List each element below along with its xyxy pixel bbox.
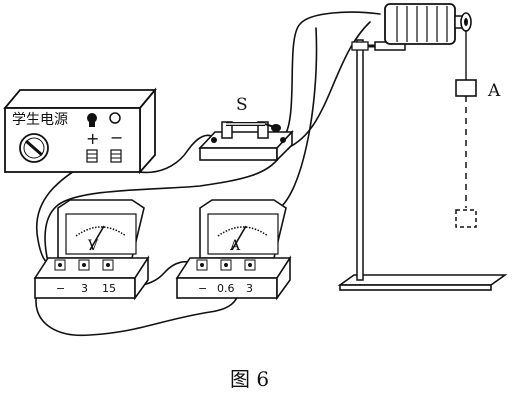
ammeter-terminal-neg[interactable] (196, 259, 208, 271)
wire-switch-to-voltmeter (44, 151, 283, 263)
fuse-icon (87, 113, 97, 127)
voltmeter-terminal-label: 3 (81, 282, 88, 295)
motor (374, 3, 472, 51)
wire-bottom-loop (35, 261, 240, 337)
voltmeter: V − 3 15 (33, 199, 150, 301)
weight-label: A (487, 81, 501, 101)
knob-icon (19, 133, 49, 163)
ammeter-terminal-0.6[interactable] (220, 259, 232, 271)
voltmeter-symbol: V (87, 238, 99, 254)
ammeter-terminal-label: − (198, 282, 207, 295)
voltmeter-terminal-3[interactable] (78, 259, 90, 271)
negative-sign: − (110, 128, 123, 147)
knife-switch[interactable]: S (198, 95, 294, 162)
voltmeter-needle (89, 225, 105, 251)
pulley-icon (460, 12, 472, 32)
ammeter-needle (231, 225, 247, 251)
weight-assembly: A (455, 30, 501, 228)
switch-handle-icon (264, 123, 281, 132)
power-supply-label: 学生电源 (12, 112, 68, 128)
wire-switch-to-motor-b (281, 11, 381, 141)
voltmeter-terminal-label: − (56, 282, 65, 295)
voltmeter-terminal-label: 15 (102, 282, 116, 295)
ammeter-terminal-label: 0.6 (217, 282, 235, 295)
weight-lowered-position (455, 209, 477, 228)
wire-switch-to-motor-a (281, 21, 371, 151)
figure-caption: 图 6 (230, 367, 269, 391)
power-terminal-negative[interactable] (110, 149, 122, 163)
weight-block (455, 79, 477, 97)
ammeter-terminal-3[interactable] (244, 259, 256, 271)
switch-label: S (236, 95, 248, 115)
power-supply: 学生电源 + − (3, 87, 157, 175)
power-terminal-positive[interactable] (86, 149, 98, 163)
voltmeter-terminal-neg[interactable] (54, 259, 66, 271)
voltmeter-scale (75, 226, 127, 237)
positive-sign: + (86, 129, 99, 148)
ammeter-terminal-label: 3 (246, 282, 253, 295)
stand (337, 39, 508, 291)
ammeter: A − 0.6 3 (175, 199, 292, 301)
ammeter-scale (217, 226, 269, 237)
voltmeter-terminal-15[interactable] (102, 259, 114, 271)
indicator-light (109, 112, 121, 124)
ammeter-symbol: A (229, 238, 241, 254)
